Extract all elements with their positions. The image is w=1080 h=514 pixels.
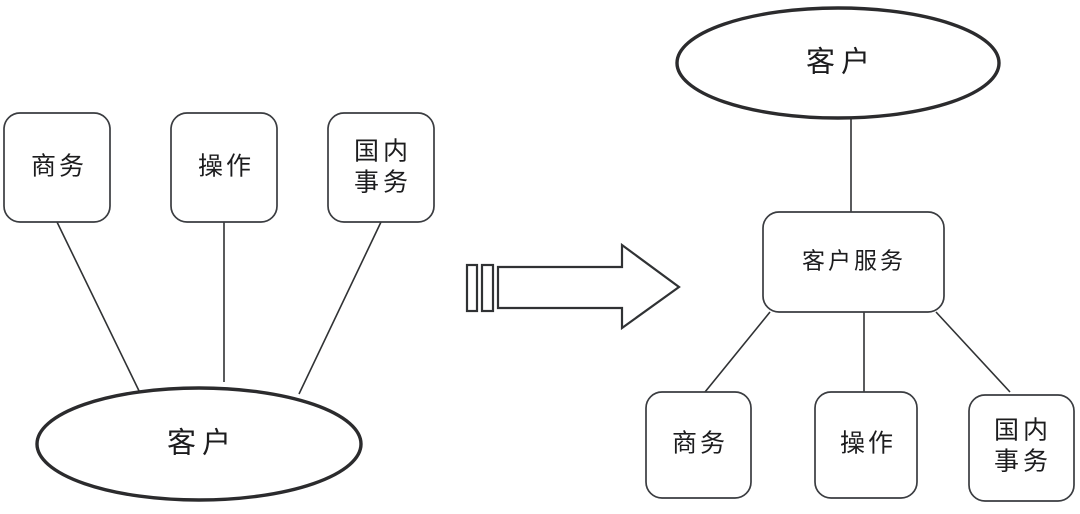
before-dept-domestic-label-line2: 事务 bbox=[354, 169, 412, 197]
after-root-customer-label: 客户 bbox=[806, 46, 876, 79]
block-arrow-right-icon bbox=[465, 242, 681, 331]
after-dept-domestic[interactable]: 国内 事务 bbox=[968, 394, 1075, 502]
after-structure: 客户 客户服务 商务 操作 国内 事务 bbox=[645, 6, 1075, 502]
after-dept-operations-label: 操作 bbox=[840, 430, 896, 458]
after-hub-customer-service[interactable]: 客户服务 bbox=[762, 211, 945, 313]
before-dept-business-shape bbox=[3, 112, 111, 223]
before-dept-domestic-label-line1: 国内 bbox=[354, 138, 412, 166]
before-dept-domestic-shape bbox=[327, 112, 435, 223]
connector-after-hub-business bbox=[704, 311, 771, 393]
before-root-customer[interactable]: 客户 bbox=[35, 386, 363, 502]
before-dept-domestic[interactable]: 国内 事务 bbox=[327, 112, 435, 223]
before-root-customer-shape bbox=[35, 386, 363, 502]
before-dept-business-label: 商务 bbox=[31, 153, 87, 181]
after-hub-customer-service-label: 客户服务 bbox=[802, 248, 906, 273]
after-dept-operations-shape bbox=[814, 391, 918, 499]
after-dept-business-shape bbox=[645, 391, 752, 499]
after-root-customer[interactable]: 客户 bbox=[675, 6, 1001, 120]
after-hub-customer-service-shape bbox=[762, 211, 945, 313]
connector-before-domestic bbox=[298, 221, 382, 395]
block-arrow-tail-bar-1 bbox=[465, 263, 479, 313]
before-root-customer-label: 客户 bbox=[167, 427, 237, 460]
before-dept-business[interactable]: 商务 bbox=[3, 112, 111, 223]
after-dept-operations[interactable]: 操作 bbox=[814, 391, 918, 499]
before-dept-operations-label: 操作 bbox=[198, 153, 254, 181]
after-dept-domestic-shape bbox=[968, 394, 1075, 502]
after-dept-domestic-label-line1: 国内 bbox=[994, 417, 1052, 445]
after-root-customer-shape bbox=[675, 6, 1001, 120]
before-dept-operations-shape bbox=[170, 112, 278, 223]
after-dept-business[interactable]: 商务 bbox=[645, 391, 752, 499]
before-structure: 商务 操作 国内 事务 客户 bbox=[3, 112, 435, 502]
block-arrow-tail-bar-2 bbox=[480, 263, 495, 313]
block-arrow-body bbox=[496, 242, 681, 331]
after-dept-business-label: 商务 bbox=[672, 430, 728, 458]
connector-after-hub-domestic bbox=[935, 311, 1011, 393]
before-dept-operations[interactable]: 操作 bbox=[170, 112, 278, 223]
after-dept-domestic-label-line2: 事务 bbox=[994, 448, 1052, 476]
connector-before-business bbox=[56, 221, 143, 398]
